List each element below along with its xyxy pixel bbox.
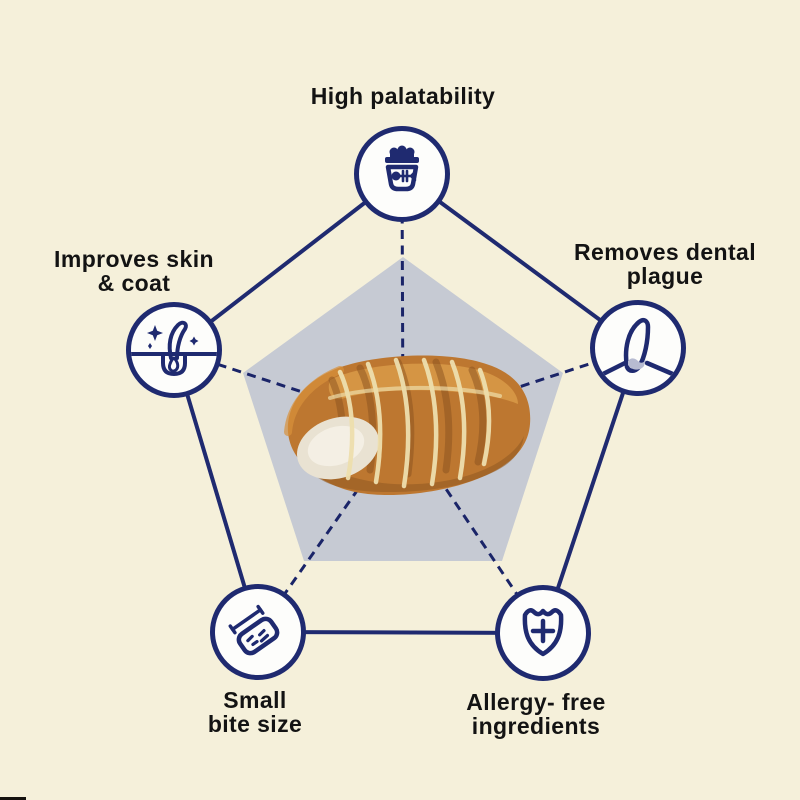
label-line: Removes dental bbox=[574, 239, 756, 265]
image-edge-artifact bbox=[0, 797, 26, 800]
pet-food-bowl-icon bbox=[385, 145, 419, 192]
label-line: Improves skin bbox=[54, 246, 214, 272]
label-small-bite-size: Small bite size bbox=[208, 688, 302, 736]
label-line: & coat bbox=[97, 270, 171, 296]
label-removes-dental-plague: Removes dental plague bbox=[574, 240, 756, 288]
label-improves-skin-coat: Improves skin & coat bbox=[54, 247, 214, 295]
label-line: Small bbox=[223, 687, 287, 713]
shield-plus-icon bbox=[522, 608, 564, 657]
label-line: plague bbox=[626, 263, 704, 289]
label-line: ingredients bbox=[471, 713, 601, 739]
node-allergy-free bbox=[495, 585, 591, 681]
node-small-bite-size bbox=[210, 584, 306, 680]
label-line: Allergy- free bbox=[466, 689, 606, 715]
node-high-palatability bbox=[354, 126, 450, 222]
label-allergy-free: Allergy- free ingredients bbox=[466, 690, 605, 738]
label-line: High palatability bbox=[310, 83, 496, 109]
treat-size-icon bbox=[228, 604, 280, 656]
node-improves-skin-coat bbox=[126, 302, 222, 398]
label-line: bite size bbox=[207, 711, 303, 737]
product-photo bbox=[284, 355, 531, 496]
label-high-palatability: High palatability bbox=[311, 84, 495, 108]
dog-tooth-icon bbox=[598, 317, 678, 378]
node-removes-dental-plague bbox=[590, 300, 686, 396]
hair-follicle-icon bbox=[131, 320, 217, 376]
